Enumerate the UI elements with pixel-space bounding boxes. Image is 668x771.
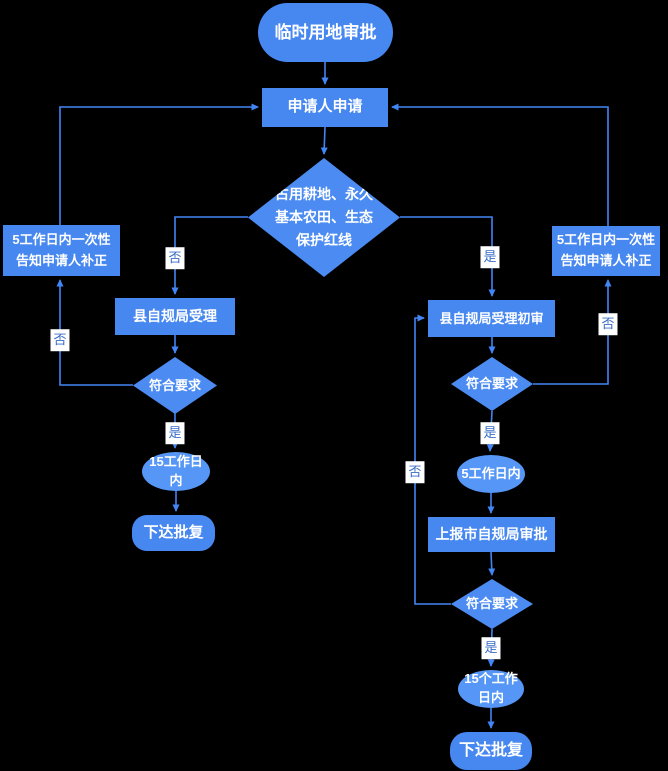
county-accept-step: 县自规局受理 [115,298,235,335]
edge-label-yes-to-preliminary: 是 [480,246,500,268]
start-node: 临时用地审批 [258,3,393,62]
applicant-apply-step: 申请人申请 [262,88,388,127]
edge-label-no-check-left: 否 [50,329,70,351]
days15-left-ellipse: 15工作日 内 [142,452,210,491]
edge-check-left-no-to-notify [56,279,133,386]
notify-correction-right-step: 5工作日内一次性 告知申请人补正 [552,226,660,276]
days15-right-ellipse: 15个工作 日内 [458,670,524,708]
edge-decision-yes-to-preliminary [400,216,496,297]
edge-decision-no-to-county [171,216,248,295]
edge-label-no-check-right1: 否 [598,313,618,335]
edge-label-yes-check-right1: 是 [480,422,500,444]
edge-label-yes-check-left: 是 [165,422,185,444]
days5-ellipse: 5工作日内 [457,455,525,493]
issue-approval-left-node: 下达批复 [132,515,215,551]
edge-label-no-to-county: 否 [165,247,185,269]
edge-notify-left-to-apply [59,103,259,225]
edge-check2-no-to-preliminary [414,314,451,605]
notify-correction-left-step: 5工作日内一次性 告知申请人补正 [3,225,120,276]
edge-notify-right-to-apply [391,103,609,226]
edge-apply-to-decision [320,126,328,155]
county-preliminary-review-step: 县自规局受理初审 [428,300,555,337]
issue-approval-right-node: 下达批复 [450,732,532,770]
edge-label-no-check-right2: 否 [405,461,425,483]
edge-report-to-check2 [488,551,496,576]
report-city-bureau-step: 上报市自规局审批 [428,517,555,552]
edge-label-yes-check-right2: 是 [481,637,501,659]
